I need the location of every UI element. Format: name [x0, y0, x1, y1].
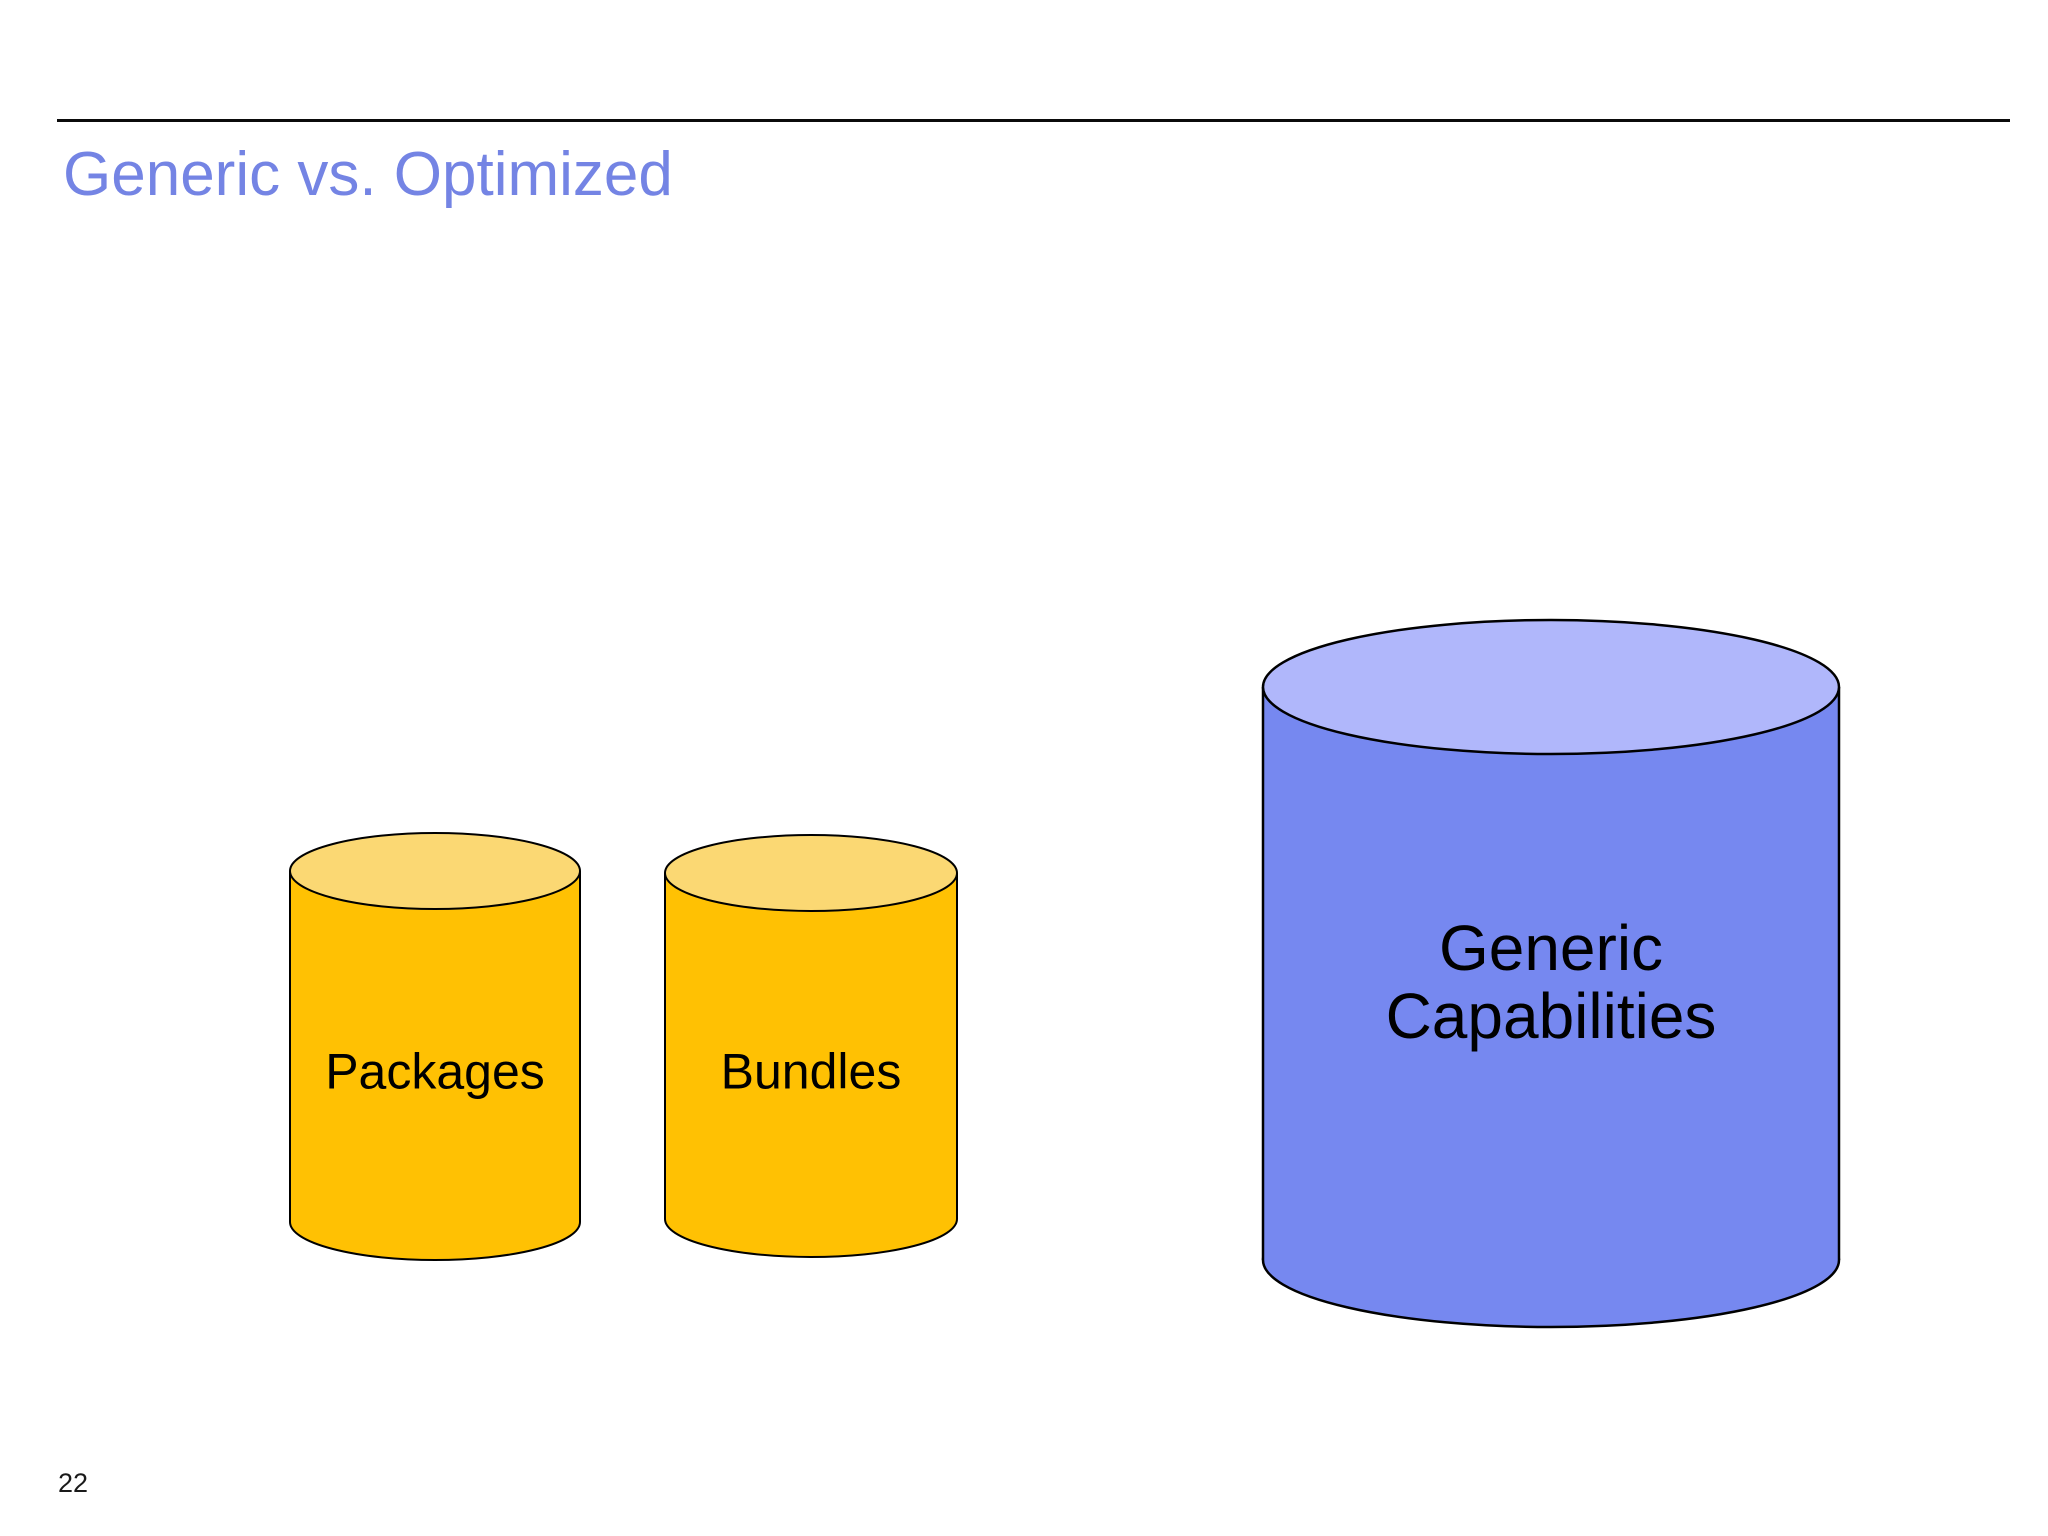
generic-capabilities-label-line1: Generic	[1438, 912, 1664, 985]
page-number: 22	[58, 1468, 89, 1498]
bundles-cylinder-top	[664, 834, 958, 912]
bundles-cylinder	[664, 834, 958, 1258]
generic-capabilities-cylinder-body	[1263, 687, 1839, 1260]
packages-cylinder	[289, 832, 581, 1261]
generic-capabilities-label-line2: Capabilities	[1385, 980, 1717, 1052]
packages-label: Packages	[325, 1043, 545, 1100]
packages-cylinder-body	[290, 871, 580, 1222]
generic-capabilities-cylinder-top	[1261, 618, 1841, 756]
generic-capabilities-cylinder	[1261, 618, 1841, 1329]
bundles-label: Bundles	[720, 1043, 902, 1100]
bundles-cylinder-body	[665, 873, 957, 1219]
title-divider-rule	[57, 119, 2010, 122]
generic-capabilities-label: Generic Capabilities	[1385, 912, 1717, 1052]
slide-title: Generic vs. Optimized	[63, 140, 673, 209]
packages-cylinder-top	[289, 832, 581, 910]
